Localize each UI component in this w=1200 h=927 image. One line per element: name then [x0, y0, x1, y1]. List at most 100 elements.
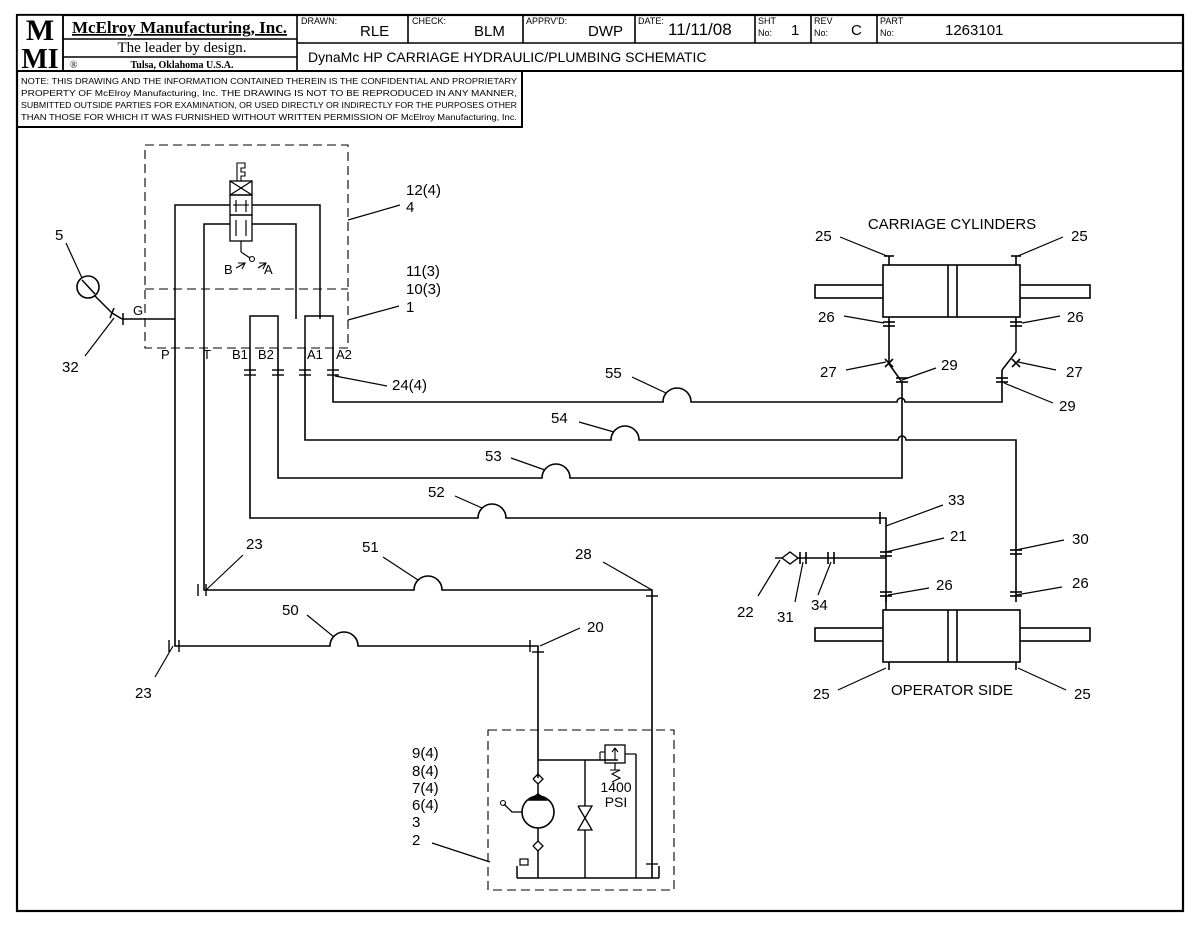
- relief-pressure-unit: PSI: [605, 794, 628, 810]
- port-p-label: P: [161, 347, 170, 362]
- note-line-3: SUBMITTED OUTSIDE PARTIES FOR EXAMINATIO…: [21, 101, 517, 110]
- callout-6-4: 6(4): [412, 797, 439, 814]
- date-value: 11/11/08: [668, 20, 732, 39]
- sht-value: 1: [791, 22, 799, 39]
- callout-34: 34: [811, 597, 828, 614]
- port-a1-label: A1: [307, 347, 323, 362]
- callout-30: 30: [1072, 531, 1089, 548]
- callout-1: 1: [406, 299, 414, 316]
- note-line-1: NOTE: THIS DRAWING AND THE INFORMATION C…: [21, 77, 518, 86]
- callout-29-left: 29: [941, 357, 958, 374]
- callout-31: 31: [777, 609, 794, 626]
- apprvd-label: APPRV'D:: [526, 16, 567, 26]
- rev-label-2: No:: [814, 28, 828, 38]
- note-line-2: PROPERTY OF McElroy Manufacturing, Inc. …: [21, 89, 517, 98]
- registered-mark: ®: [70, 60, 78, 71]
- manifold-dashed-outline: [144, 144, 349, 349]
- part-label-2: No:: [880, 28, 894, 38]
- callout-33: 33: [948, 492, 965, 509]
- callout-numbers: 12(4) 4 11(3) 10(3) 1 5 32 24(4) 55 54 5…: [55, 182, 1091, 849]
- valve-port-b-label: B: [224, 262, 233, 277]
- operator-side-cylinders: OPERATOR SIDE: [775, 512, 1091, 699]
- company-location: Tulsa, Oklahoma U.S.A.: [131, 60, 234, 71]
- operator-side-label: OPERATOR SIDE: [891, 682, 1013, 699]
- apprvd-value: DWP: [588, 23, 623, 40]
- hose-53-line: [277, 325, 903, 479]
- sht-label-2: No:: [758, 28, 772, 38]
- callout-27-left: 27: [820, 364, 837, 381]
- hose-lines: [174, 319, 1017, 878]
- check-value: BLM: [474, 23, 505, 40]
- title-block: M MI McElroy Manufacturing, Inc. The lea…: [16, 14, 1183, 75]
- drawing-title: DynaMc HP CARRIAGE HYDRAULIC/PLUMBING SC…: [308, 49, 707, 65]
- hose-51-line: [203, 348, 653, 878]
- valve-port-a-label: A: [264, 262, 273, 277]
- hose-52-line: [249, 348, 887, 602]
- mmi-logo-bottom: MI: [21, 44, 58, 75]
- rev-value: C: [851, 22, 862, 39]
- hose-55-line: [332, 348, 1003, 403]
- callout-2: 2: [412, 832, 420, 849]
- sht-label-1: SHT: [758, 16, 777, 26]
- callout-26-top-right: 26: [1067, 309, 1084, 326]
- directional-valve-symbol: [229, 162, 267, 270]
- note-line-4: THAN THOSE FOR WHICH IT WAS FURNISHED WI…: [21, 113, 517, 122]
- power-unit: 1400 PSI: [487, 729, 675, 891]
- callout-26-bottom-left: 26: [936, 577, 953, 594]
- callout-25-bottom-left: 25: [813, 686, 830, 703]
- mmi-logo-top: M: [26, 14, 54, 47]
- callout-24-4: 24(4): [392, 377, 427, 394]
- carriage-cylinder-body-top: [882, 264, 1021, 318]
- callout-50: 50: [282, 602, 299, 619]
- callout-20: 20: [587, 619, 604, 636]
- callout-12-4: 12(4): [406, 182, 441, 199]
- callout-10-3: 10(3): [406, 281, 441, 298]
- callout-51: 51: [362, 539, 379, 556]
- rev-label-1: REV: [814, 16, 833, 26]
- company-slogan: The leader by design.: [117, 40, 246, 56]
- part-label-1: PART: [880, 16, 904, 26]
- callout-25-top-right: 25: [1071, 228, 1088, 245]
- callout-21: 21: [950, 528, 967, 545]
- callout-27-right: 27: [1066, 364, 1083, 381]
- callout-28: 28: [575, 546, 592, 563]
- callout-52: 52: [428, 484, 445, 501]
- drawn-value: RLE: [360, 23, 389, 40]
- drawn-label: DRAWN:: [301, 16, 337, 26]
- callout-55: 55: [605, 365, 622, 382]
- carriage-cylinders: CARRIAGE CYLINDERS: [814, 216, 1091, 383]
- port-t-label: T: [203, 347, 211, 362]
- date-label: DATE:: [638, 16, 664, 26]
- callout-11-3: 11(3): [406, 263, 440, 280]
- callout-23-top: 23: [246, 536, 263, 553]
- callout-leaders: [65, 204, 1067, 863]
- callout-4: 4: [406, 199, 414, 216]
- pressure-gauge: [76, 275, 124, 325]
- relief-pressure-value: 1400: [600, 779, 631, 795]
- callout-25-bottom-right: 25: [1074, 686, 1091, 703]
- part-value: 1263101: [945, 22, 1003, 39]
- callout-29-right: 29: [1059, 398, 1076, 415]
- hose-50-line: [174, 319, 539, 760]
- port-g-label: G: [133, 303, 143, 318]
- callout-7-4: 7(4): [412, 780, 439, 797]
- port-b1-label: B1: [232, 347, 248, 362]
- callout-53: 53: [485, 448, 502, 465]
- company-name: McElroy Manufacturing, Inc.: [72, 18, 287, 37]
- confidentiality-note: NOTE: THIS DRAWING AND THE INFORMATION C…: [16, 70, 523, 128]
- drawing-border: [15, 13, 1185, 913]
- hose-54-line: [304, 348, 1017, 602]
- callout-23-bottom: 23: [135, 685, 152, 702]
- callout-54: 54: [551, 410, 568, 427]
- callout-3: 3: [412, 814, 420, 831]
- check-label: CHECK:: [412, 16, 446, 26]
- port-fittings: [168, 369, 658, 653]
- callout-8-4: 8(4): [412, 763, 439, 780]
- callout-22: 22: [737, 604, 754, 621]
- callout-9-4: 9(4): [412, 745, 439, 762]
- pressure-gauge-icon: [76, 275, 100, 299]
- power-unit-dashed-outline: [487, 729, 675, 891]
- callout-26-top-left: 26: [818, 309, 835, 326]
- mmi-logo-box: [16, 14, 64, 72]
